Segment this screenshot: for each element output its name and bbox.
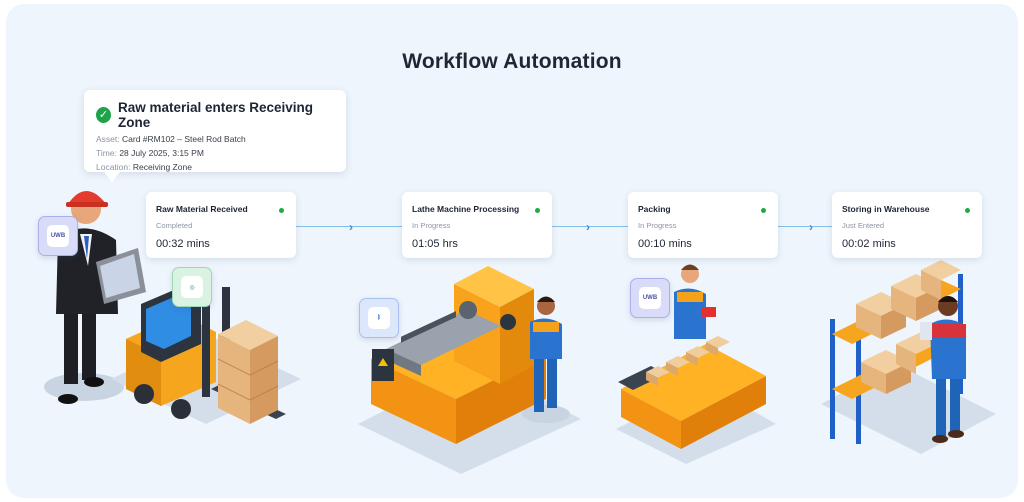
stage-name: Storing in Warehouse xyxy=(842,204,930,214)
stage-card-warehouse[interactable]: Storing in Warehouse Just Entered 00:02 … xyxy=(832,192,982,258)
uwb-tag-badge: UWB xyxy=(630,278,670,318)
bluetooth-tag-badge: ᛒ xyxy=(359,298,399,338)
uwb-icon: UWB xyxy=(47,225,69,247)
status-dot xyxy=(535,208,540,213)
stage-status: In Progress xyxy=(638,221,677,230)
stage-card-lathe[interactable]: Lathe Machine Processing In Progress 01:… xyxy=(402,192,552,258)
stage-time: 00:32 mins xyxy=(156,238,210,250)
stage-status: Just Entered xyxy=(842,221,885,230)
event-time-row: Time: 28 July 2025, 3:15 PM xyxy=(96,148,334,158)
stage-time: 00:02 mins xyxy=(842,238,896,250)
flow-connector-3 xyxy=(776,226,836,227)
chevron-right-icon: › xyxy=(809,220,813,234)
status-dot xyxy=(279,208,284,213)
stage-name: Raw Material Received xyxy=(156,204,248,214)
packing-conveyor xyxy=(618,336,766,449)
lathe-machine xyxy=(371,266,546,444)
forklift xyxy=(126,287,286,424)
check-circle-icon: ✓ xyxy=(96,107,111,123)
chevron-right-icon: › xyxy=(349,220,353,234)
packing-worker xyxy=(674,264,716,339)
page-title: Workflow Automation xyxy=(402,50,622,73)
event-asset-value: Card #RM102 – Steel Rod Batch xyxy=(122,134,246,144)
event-location-value: Receiving Zone xyxy=(132,162,192,172)
stage-card-packing[interactable]: Packing In Progress 00:10 mins xyxy=(628,192,778,258)
event-tooltip: ✓ Raw material enters Receiving Zone Ass… xyxy=(84,90,346,182)
warehouse-worker xyxy=(920,296,966,443)
stage-time: 01:05 hrs xyxy=(412,238,458,250)
chevron-right-icon: › xyxy=(586,220,590,234)
status-dot xyxy=(761,208,766,213)
event-time-label: Time: xyxy=(96,148,117,158)
event-asset-label: Asset: xyxy=(96,134,120,144)
uwb-icon: UWB xyxy=(639,287,661,309)
workflow-illustration xyxy=(44,191,996,474)
flow-connector-2 xyxy=(552,226,630,227)
stage-status: In Progress xyxy=(412,221,451,230)
status-dot xyxy=(965,208,970,213)
flow-connector-1 xyxy=(296,226,402,227)
stage-time: 00:10 mins xyxy=(638,238,692,250)
stage-card-raw-material[interactable]: Raw Material Received Completed 00:32 mi… xyxy=(146,192,296,258)
uwb-tag-badge: UWB xyxy=(38,216,78,256)
event-time-value: 28 July 2025, 3:15 PM xyxy=(119,148,204,158)
event-asset-row: Asset: Card #RM102 – Steel Rod Batch xyxy=(96,134,334,144)
tooltip-header: ✓ Raw material enters Receiving Zone xyxy=(96,100,334,130)
lathe-operator xyxy=(522,296,570,423)
stage-status: Completed xyxy=(156,221,193,230)
rfid-icon: ◎ xyxy=(181,276,203,298)
rfid-tag-badge: ◎ xyxy=(172,267,212,307)
warehouse-shelves xyxy=(830,260,963,444)
bluetooth-icon: ᛒ xyxy=(368,307,390,329)
event-location-row: Location: Receiving Zone xyxy=(96,162,334,172)
event-title: Raw material enters Receiving Zone xyxy=(117,100,314,130)
workflow-canvas: Workflow Automation ✓ Raw material enter… xyxy=(6,4,1018,498)
event-location-label: Location: xyxy=(96,162,131,172)
stage-name: Lathe Machine Processing xyxy=(412,204,520,214)
stage-name: Packing xyxy=(638,204,671,214)
